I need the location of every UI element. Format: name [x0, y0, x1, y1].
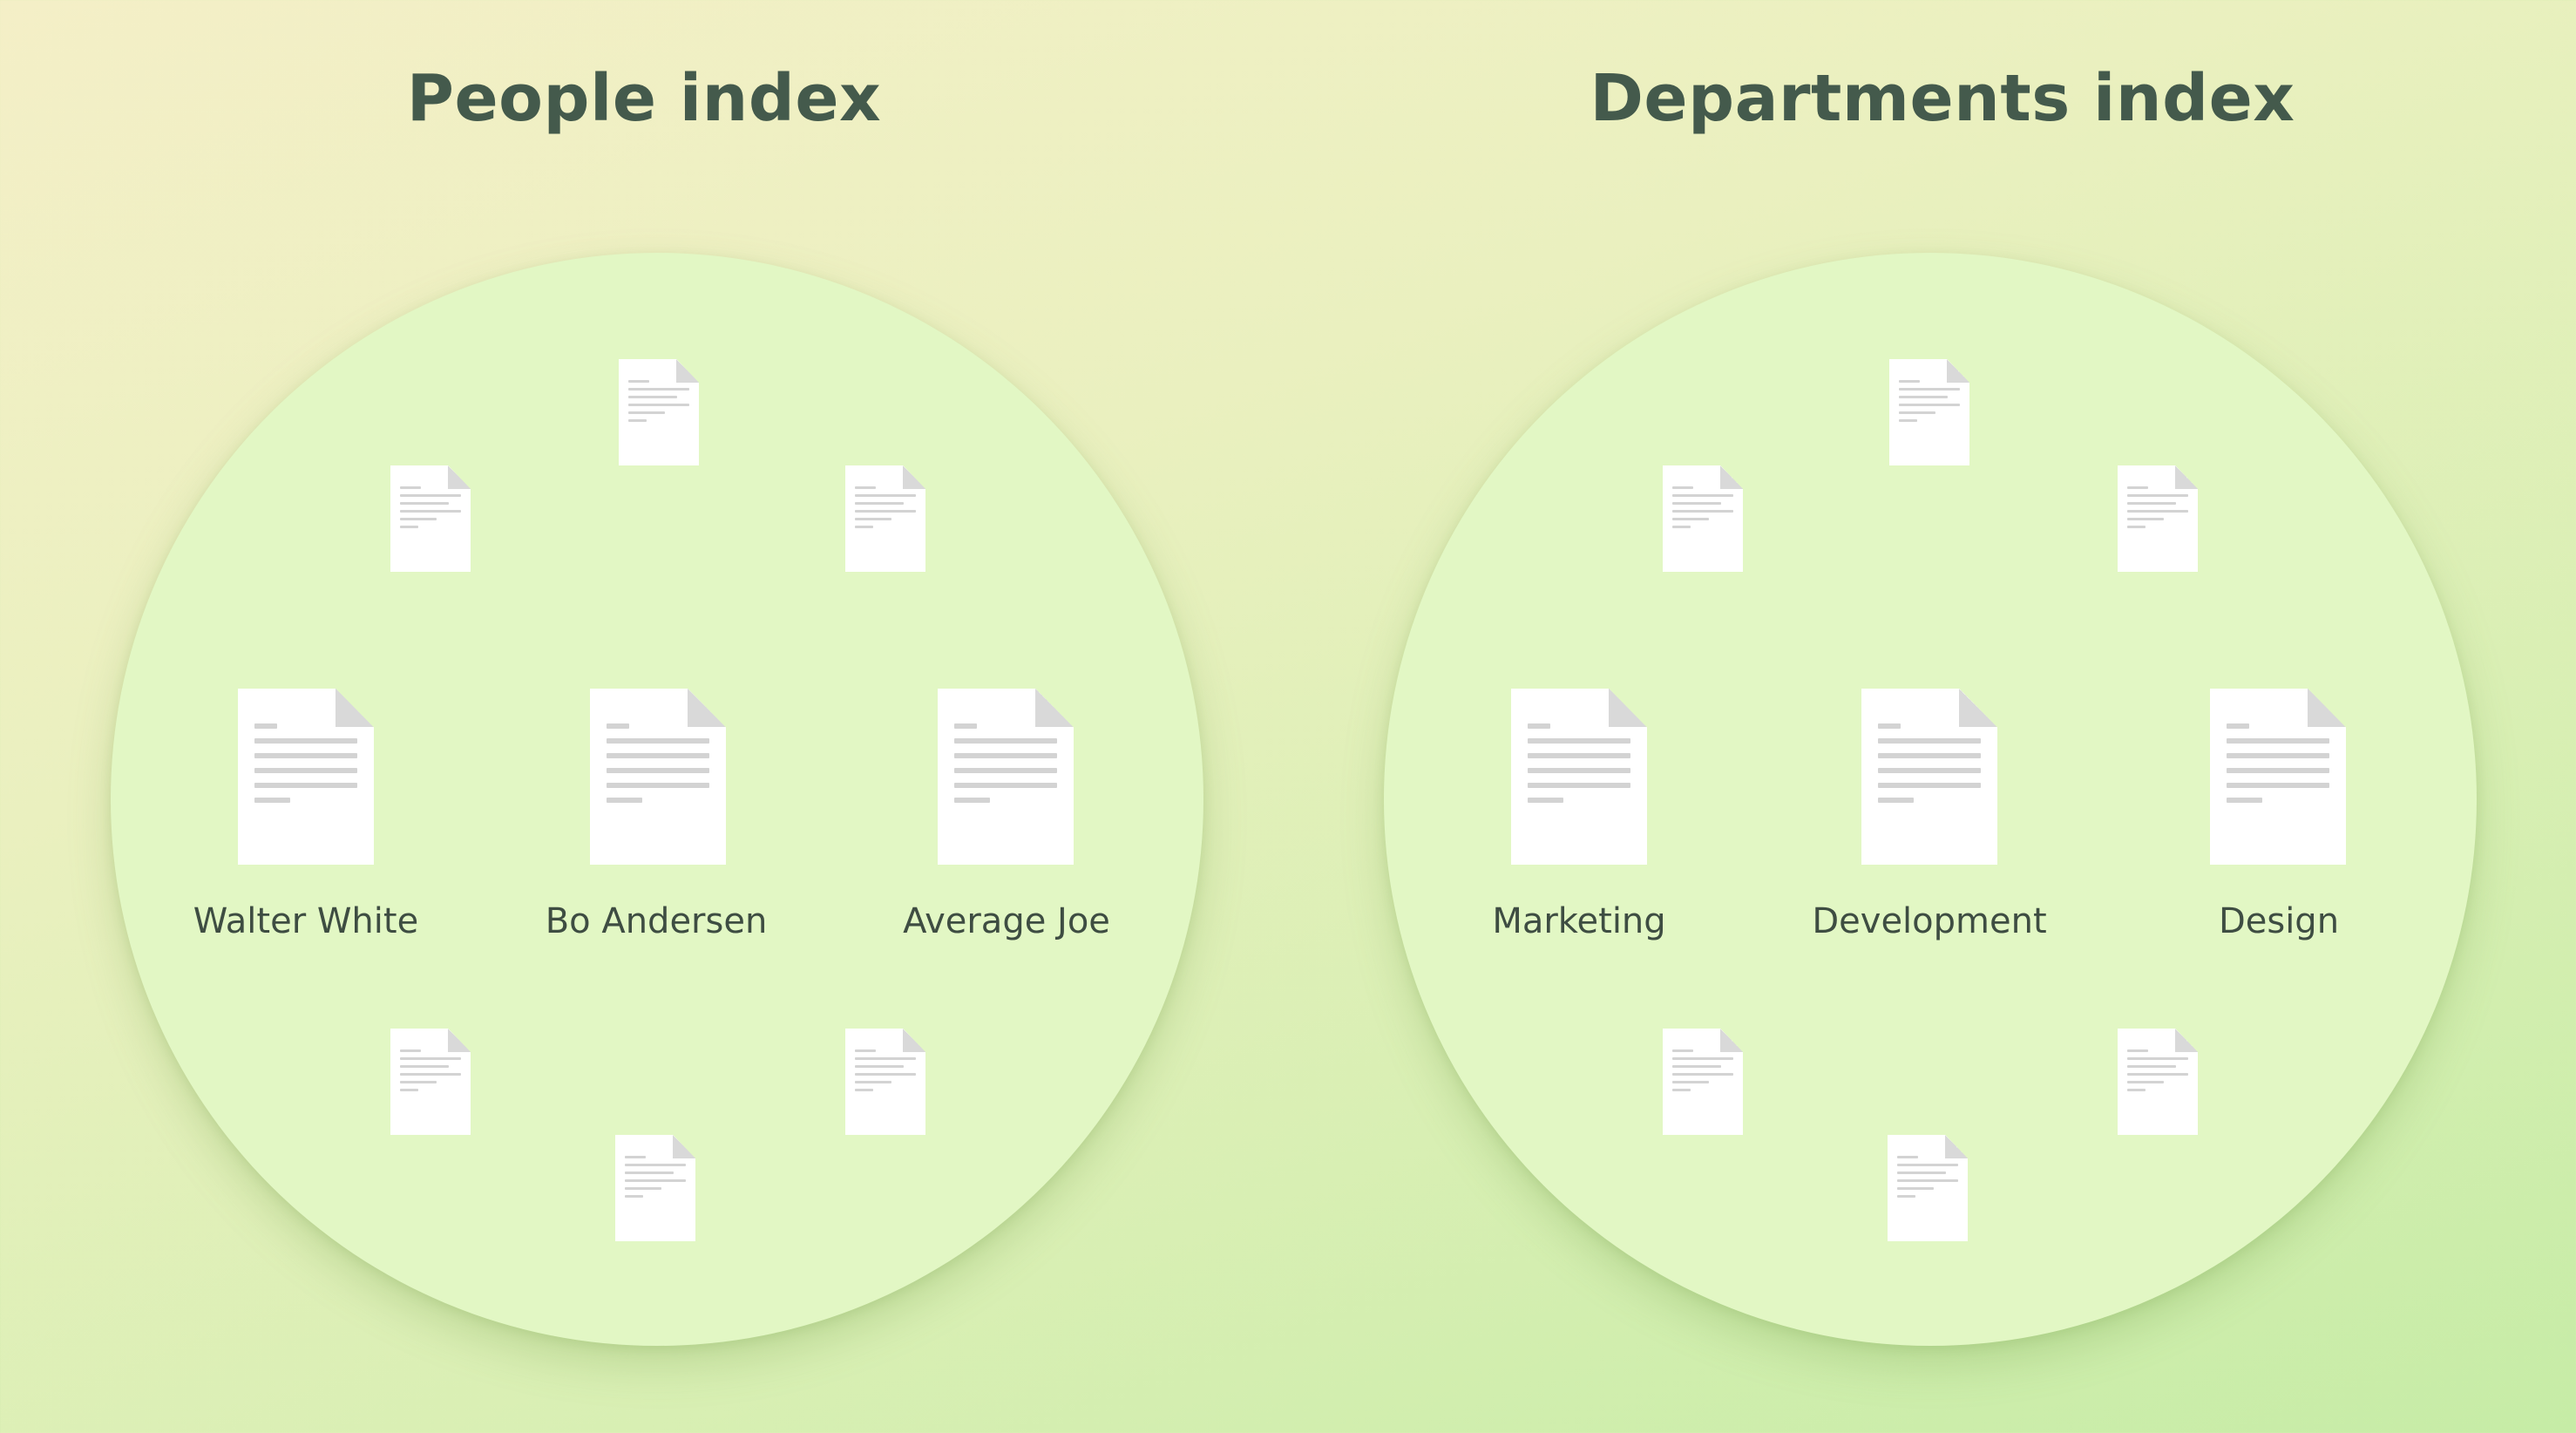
document-icon	[390, 465, 471, 572]
document-icon	[615, 1135, 695, 1241]
person-label-walter-white: Walter White	[193, 901, 419, 941]
person-label-bo-andersen: Bo Andersen	[545, 901, 768, 941]
document-icon	[1889, 359, 1969, 465]
person-label-average-joe: Average Joe	[903, 901, 1110, 941]
departments-index-title: Departments index	[1590, 61, 2295, 136]
document-icon	[590, 689, 726, 865]
department-label-marketing: Marketing	[1492, 901, 1666, 941]
department-label-development: Development	[1812, 901, 2047, 941]
people-index-panel: People index Walter White Bo Andersen Av…	[111, 61, 1203, 1346]
people-index-title: People index	[406, 61, 882, 136]
document-icon	[938, 689, 1074, 865]
document-icon	[845, 465, 925, 572]
department-label-design: Design	[2218, 901, 2340, 941]
document-icon	[2210, 689, 2346, 865]
document-icon	[1888, 1135, 1968, 1241]
document-icon	[1861, 689, 1997, 865]
document-icon	[2118, 465, 2198, 572]
document-icon	[619, 359, 699, 465]
departments-index-panel: Departments index Marketing Development …	[1288, 0, 2576, 1433]
document-icon	[1663, 465, 1743, 572]
document-icon	[238, 689, 374, 865]
document-icon	[1663, 1029, 1743, 1135]
document-icon	[390, 1029, 471, 1135]
document-icon	[1511, 689, 1647, 865]
document-icon	[2118, 1029, 2198, 1135]
document-icon	[845, 1029, 925, 1135]
